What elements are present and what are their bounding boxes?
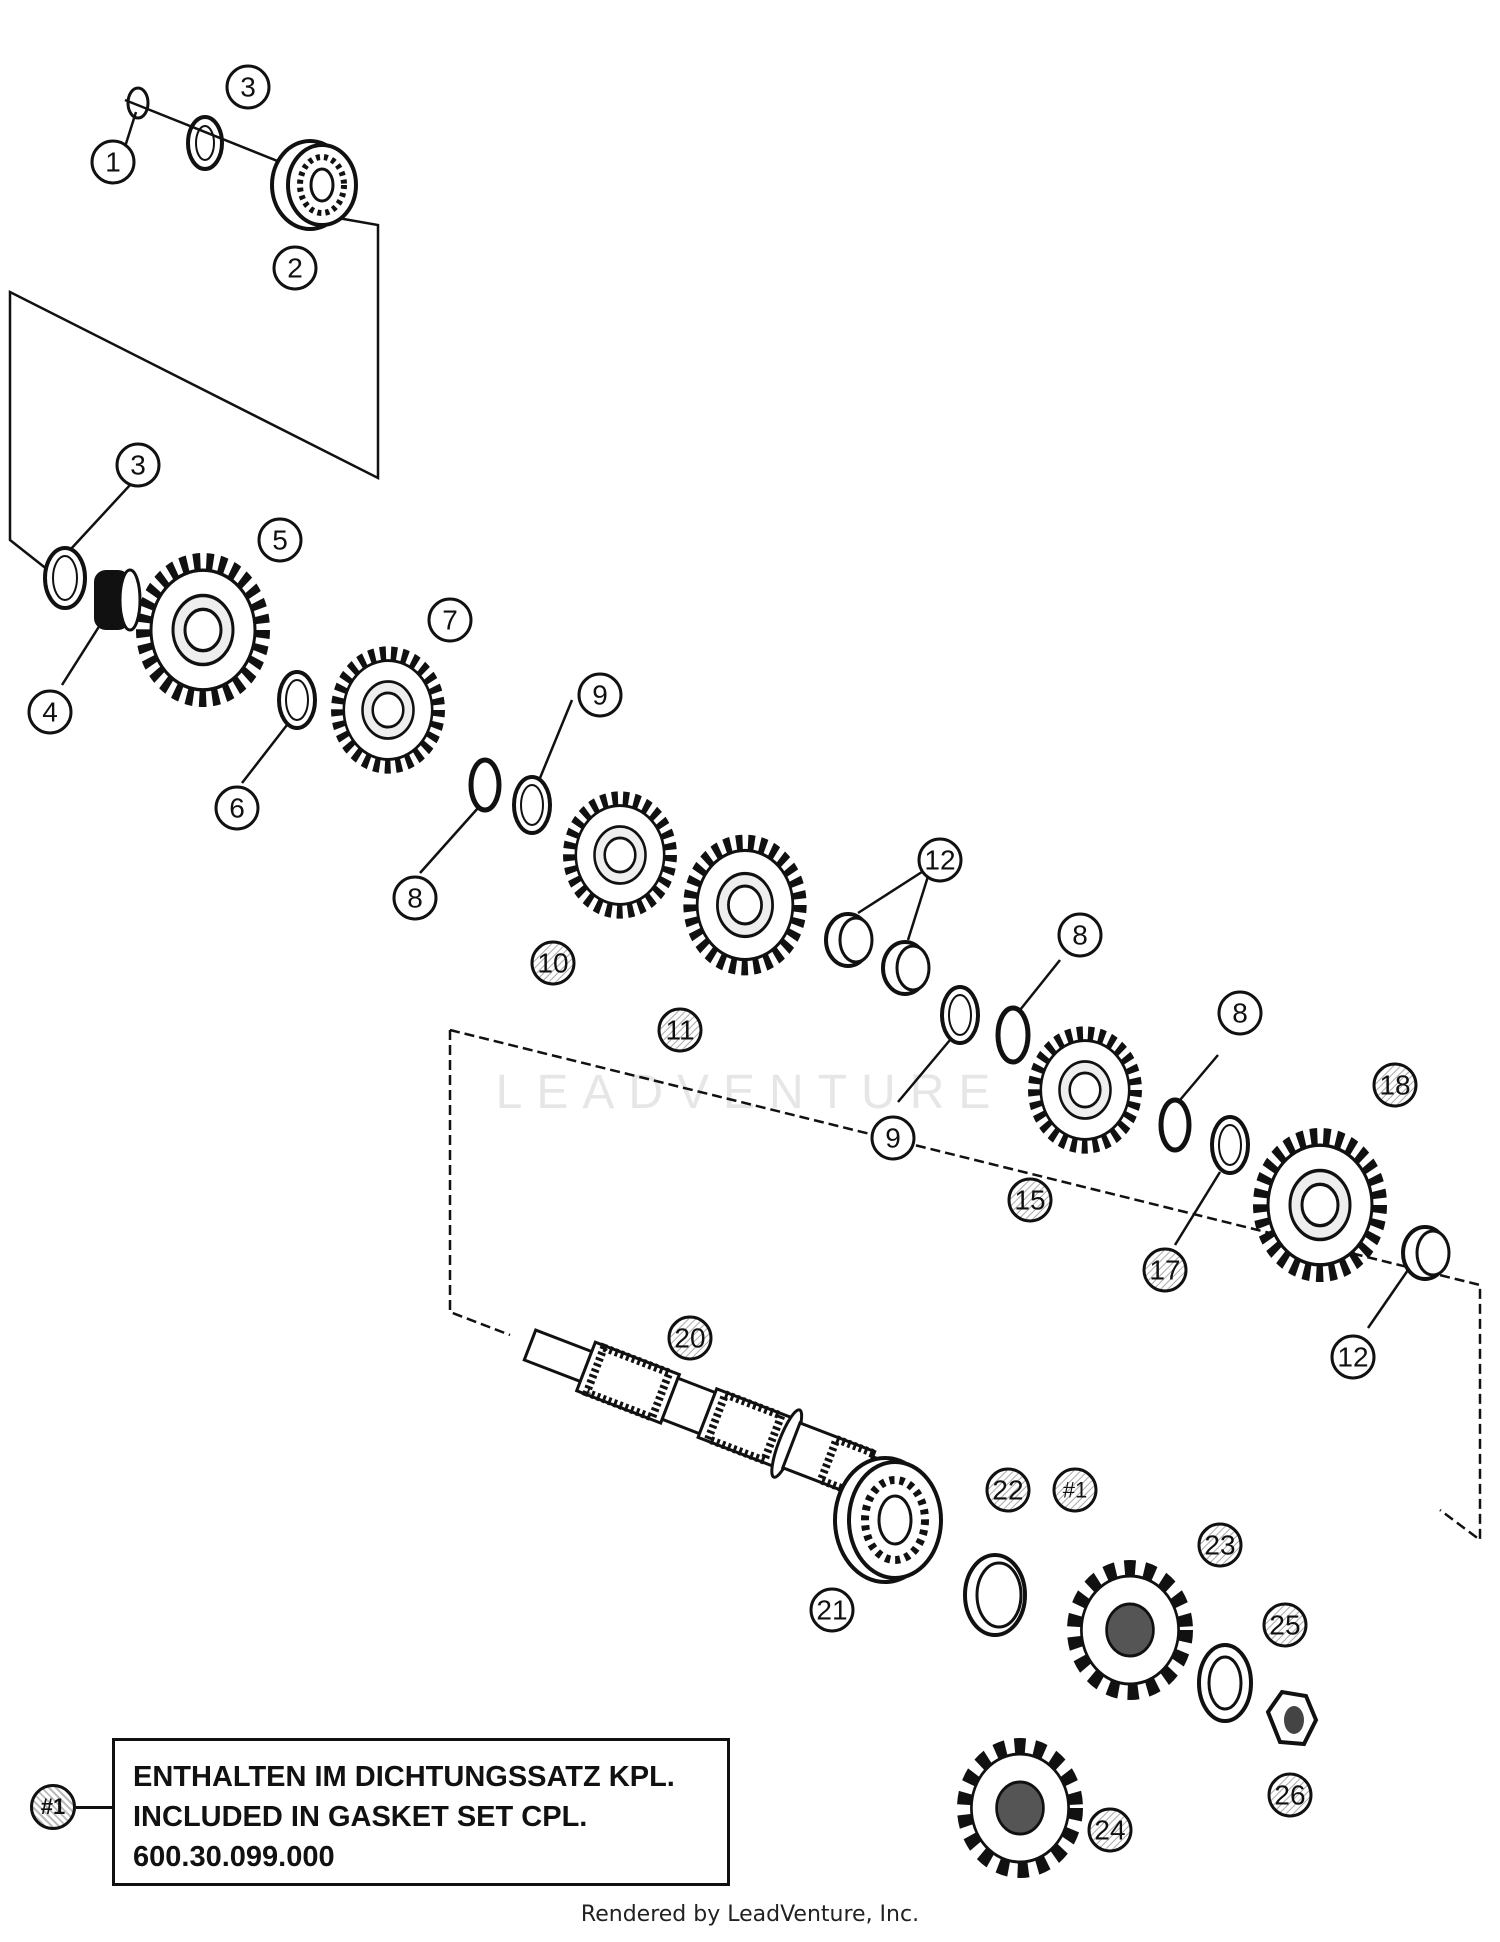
circlip-8-a bbox=[468, 757, 502, 813]
nut-26 bbox=[1265, 1689, 1319, 1747]
svg-text:23: 23 bbox=[1204, 1530, 1235, 1561]
callout-4[interactable]: 4 bbox=[27, 689, 73, 735]
svg-text:2: 2 bbox=[287, 253, 303, 284]
svg-text:22: 22 bbox=[992, 1475, 1023, 1506]
washer-25 bbox=[1197, 1643, 1253, 1723]
svg-text:21: 21 bbox=[816, 1595, 847, 1626]
callout-9-b[interactable]: 9 bbox=[870, 1115, 916, 1161]
callout-9-a[interactable]: 9 bbox=[577, 672, 623, 718]
note-line-english: INCLUDED IN GASKET SET CPL. bbox=[133, 1801, 588, 1833]
svg-text:8: 8 bbox=[1232, 998, 1248, 1029]
svg-text:10: 10 bbox=[537, 948, 568, 979]
callout-20[interactable]: 20 bbox=[667, 1315, 713, 1361]
callout-3-lower[interactable]: 3 bbox=[115, 442, 161, 488]
svg-text:15: 15 bbox=[1014, 1185, 1045, 1216]
ball-bearing-2 bbox=[270, 139, 358, 231]
callout-22[interactable]: 22 bbox=[985, 1467, 1031, 1513]
svg-text:25: 25 bbox=[1269, 1610, 1300, 1641]
bushing-12-a bbox=[824, 912, 874, 968]
svg-text:9: 9 bbox=[592, 680, 608, 711]
svg-text:26: 26 bbox=[1274, 1780, 1305, 1811]
frame-line-upper bbox=[8, 216, 380, 571]
svg-text:17: 17 bbox=[1149, 1255, 1180, 1286]
washer-6 bbox=[277, 670, 317, 730]
washer-3-top bbox=[186, 115, 224, 171]
callout-10[interactable]: 10 bbox=[530, 940, 576, 986]
circlip-8-c bbox=[1158, 1097, 1192, 1153]
svg-text:18: 18 bbox=[1379, 1070, 1410, 1101]
svg-text:9: 9 bbox=[885, 1123, 901, 1154]
axis-top bbox=[124, 98, 301, 172]
callout-gasket-set-ref[interactable]: #1 bbox=[1052, 1467, 1098, 1513]
svg-text:5: 5 bbox=[272, 525, 288, 556]
circlip-1 bbox=[126, 86, 150, 120]
svg-text:6: 6 bbox=[229, 793, 245, 824]
callout-5[interactable]: 5 bbox=[257, 517, 303, 563]
callout-26[interactable]: 26 bbox=[1267, 1772, 1313, 1818]
needle-bearing-4 bbox=[94, 568, 142, 632]
callout-8-b[interactable]: 8 bbox=[1057, 912, 1103, 958]
callout-24[interactable]: 24 bbox=[1087, 1807, 1133, 1853]
gear-18 bbox=[1260, 1136, 1380, 1274]
svg-text:8: 8 bbox=[1072, 920, 1088, 951]
leader-lines bbox=[60, 111, 1410, 1329]
note-reference-badge: #1 bbox=[30, 1784, 76, 1830]
note-part-number: 600.30.099.000 bbox=[133, 1841, 335, 1873]
circlip-8-b bbox=[995, 1005, 1031, 1065]
callout-2[interactable]: 2 bbox=[272, 245, 318, 291]
gear-7 bbox=[337, 653, 439, 767]
washer-17 bbox=[1210, 1115, 1250, 1175]
sprocket-23 bbox=[1066, 1560, 1194, 1700]
svg-text:3: 3 bbox=[130, 450, 146, 481]
callout-18[interactable]: 18 bbox=[1372, 1062, 1418, 1108]
sprocket-24 bbox=[956, 1738, 1084, 1878]
note-leader-line bbox=[76, 1806, 112, 1809]
svg-text:#1: #1 bbox=[1063, 1478, 1087, 1503]
frame-line-lower-left bbox=[448, 1030, 511, 1337]
svg-text:1: 1 bbox=[105, 147, 121, 178]
footer-credit: Rendered by LeadVenture, Inc. bbox=[580, 1902, 920, 1927]
callout-25[interactable]: 25 bbox=[1262, 1602, 1308, 1648]
svg-text:3: 3 bbox=[240, 72, 256, 103]
ball-bearing-21 bbox=[833, 1456, 943, 1584]
gear-10 bbox=[569, 798, 671, 912]
callout-11[interactable]: 11 bbox=[657, 1007, 703, 1053]
washer-3-lower bbox=[43, 546, 87, 610]
gear-11 bbox=[690, 842, 800, 968]
bushing-12-c bbox=[1401, 1225, 1451, 1281]
svg-text:4: 4 bbox=[42, 697, 58, 728]
callout-23[interactable]: 23 bbox=[1197, 1522, 1243, 1568]
callout-6[interactable]: 6 bbox=[214, 785, 260, 831]
svg-text:12: 12 bbox=[1337, 1342, 1368, 1373]
shaft-seal-22 bbox=[963, 1553, 1027, 1637]
callout-8-c[interactable]: 8 bbox=[1217, 990, 1263, 1036]
svg-text:20: 20 bbox=[674, 1323, 705, 1354]
callout-8-a[interactable]: 8 bbox=[392, 875, 438, 921]
washer-9-a bbox=[512, 775, 552, 835]
callout-17[interactable]: 17 bbox=[1142, 1247, 1188, 1293]
note-line-german: ENTHALTEN IM DICHTUNGSSATZ KPL. bbox=[133, 1761, 675, 1793]
callout-3-top[interactable]: 3 bbox=[225, 64, 271, 110]
frame-line-lower bbox=[449, 1028, 1482, 1543]
svg-text:7: 7 bbox=[442, 605, 458, 636]
callout-12-a[interactable]: 12 bbox=[917, 837, 963, 883]
svg-text:24: 24 bbox=[1094, 1815, 1125, 1846]
callout-15[interactable]: 15 bbox=[1007, 1177, 1053, 1223]
callout-7[interactable]: 7 bbox=[427, 597, 473, 643]
countershaft-20 bbox=[522, 1328, 902, 1502]
svg-text:12: 12 bbox=[924, 845, 955, 876]
callout-21[interactable]: 21 bbox=[809, 1587, 855, 1633]
gasket-set-note: ENTHALTEN IM DICHTUNGSSATZ KPL. INCLUDED… bbox=[112, 1738, 730, 1886]
gear-5 bbox=[143, 561, 263, 699]
gear-15 bbox=[1034, 1033, 1136, 1147]
callout-12-b[interactable]: 12 bbox=[1330, 1334, 1376, 1380]
watermark-text: LEADVENTURE bbox=[496, 1066, 1005, 1119]
svg-text:8: 8 bbox=[407, 883, 423, 914]
svg-text:11: 11 bbox=[665, 1015, 694, 1046]
washer-9-b bbox=[940, 985, 980, 1045]
callout-1[interactable]: 1 bbox=[90, 139, 136, 185]
bushing-12-b bbox=[881, 940, 931, 996]
